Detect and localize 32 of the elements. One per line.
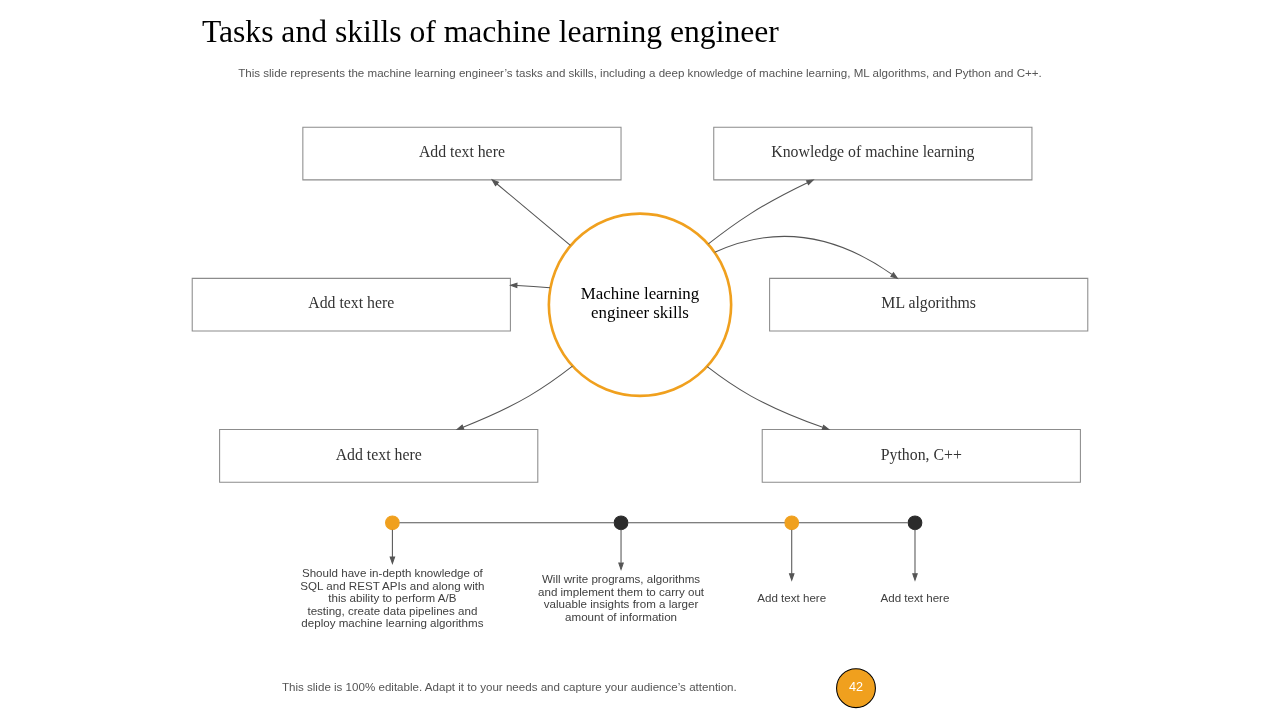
arrow: [455, 365, 573, 430]
node-box: ML algorithms: [769, 277, 1089, 332]
node-box: Python, C++: [761, 429, 1081, 483]
node-circle: Machine learning engineer skills: [547, 212, 733, 398]
arrow: [490, 178, 571, 246]
arrow: [714, 235, 899, 280]
node-box: Add text here: [302, 126, 622, 181]
node-circle: [907, 515, 923, 531]
arrow: [389, 529, 396, 565]
node-text: Add text here: [757, 592, 827, 605]
connector: [399, 522, 615, 524]
arrow: [707, 179, 815, 245]
node-box: Add text here: [219, 429, 539, 483]
connector: [798, 522, 909, 524]
node-text: Add text here: [880, 592, 950, 605]
arrow: [912, 529, 918, 582]
node-text: Will write programs, algorithms and implement them to carry out valuable insights from a larger amount of information: [538, 573, 705, 624]
node-circle: [784, 515, 800, 531]
arrow: [788, 529, 795, 582]
node-text: Should have in-depth knowledge of SQL and REST APIs and along with this ability to perform A/B testing, create data pipelines and deploy machine learning algorithms: [300, 566, 485, 630]
label: This slide represents the machine learning engineer’s tasks and skills, including a deep knowledge of machine learning, ML algorithms, and Python and C++.: [238, 67, 1042, 80]
connector: [627, 522, 786, 524]
arrow: [706, 366, 831, 431]
arrow: [618, 529, 624, 572]
node-box: Knowledge of machine learning: [713, 126, 1033, 181]
node-box: Add text here: [191, 277, 511, 332]
node-circle: [613, 515, 629, 531]
node-circle: [385, 515, 400, 531]
label: 42: [848, 680, 864, 695]
diagram-title: Tasks and skills of machine learning engineer: [201, 13, 779, 49]
label: This slide is 100% editable. Adapt it to your needs and capture your audience’s attention.: [281, 681, 737, 694]
arrow: [509, 282, 551, 289]
